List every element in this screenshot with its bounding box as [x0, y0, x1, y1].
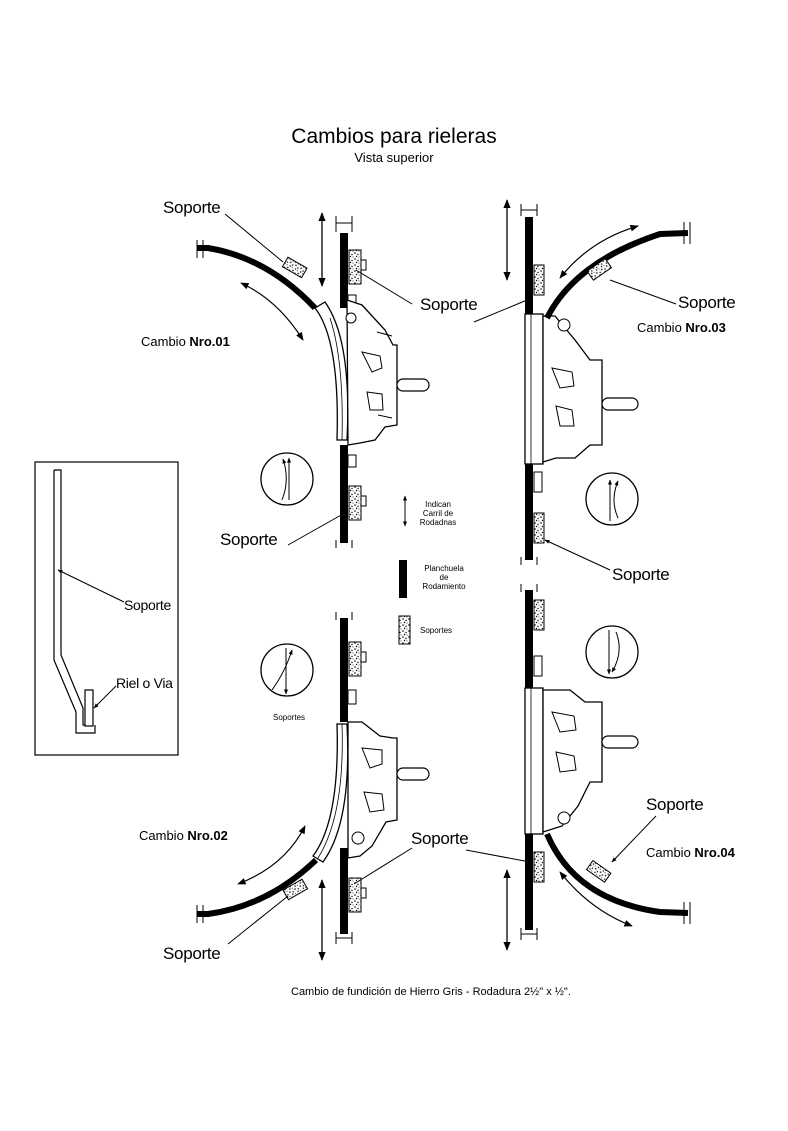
legend-symbols	[398, 495, 411, 645]
soporte-label: Soporte	[678, 293, 736, 312]
rail-profile-inset	[34, 461, 179, 756]
page-subtitle: Vista superior	[354, 150, 434, 165]
cambio-02-label: Cambio Nro.02	[139, 828, 228, 843]
support-block	[348, 641, 362, 677]
rolling-plate	[340, 848, 348, 934]
cambio-03-assembly	[503, 199, 691, 571]
support-block	[348, 485, 362, 521]
rolling-plate	[525, 217, 533, 315]
soporte-label: Soporte	[411, 829, 469, 848]
soporte-label: Soporte	[612, 565, 670, 584]
inset-riel-label: Riel o Via	[116, 675, 173, 691]
support-block	[348, 249, 362, 285]
soporte-label: Soporte	[646, 795, 704, 814]
support-block	[533, 599, 545, 631]
footer-note: Cambio de fundición de Hierro Gris - Rod…	[291, 986, 571, 998]
cambio-02-assembly	[196, 612, 430, 961]
inset-soporte-label: Soporte	[124, 597, 171, 613]
rolling-plate	[525, 834, 533, 930]
page-title: Cambios para rieleras	[291, 125, 497, 148]
support-block	[533, 264, 545, 296]
soporte-label: Soporte	[163, 198, 221, 217]
rolling-plate	[340, 233, 348, 308]
cambio-01-assembly	[196, 212, 430, 548]
cambio-03-label: Cambio Nro.03	[637, 320, 726, 335]
rolling-plate	[525, 590, 533, 688]
support-block	[533, 851, 545, 883]
rolling-plate	[340, 445, 348, 543]
soporte-label: Soporte	[220, 530, 278, 549]
soporte-label: Soporte	[420, 295, 478, 314]
legend-supports-text: Soportes	[420, 626, 453, 635]
cambio-04-label: Cambio Nro.04	[646, 845, 735, 860]
cambio-04-assembly	[465, 584, 691, 951]
soportes-small-label: Soportes	[273, 713, 306, 722]
legend-arrow-text: Indican Carril de Rodadnas	[419, 500, 457, 528]
rolling-plate	[525, 462, 533, 560]
soporte-label: Soporte	[163, 944, 221, 963]
support-block	[533, 512, 545, 544]
support-block	[281, 256, 308, 279]
cambio-01-label: Cambio Nro.01	[141, 334, 230, 349]
support-block	[585, 859, 612, 883]
rolling-plate	[340, 618, 348, 722]
legend-plate-text: Planchuela de Rodamiento	[422, 564, 466, 592]
